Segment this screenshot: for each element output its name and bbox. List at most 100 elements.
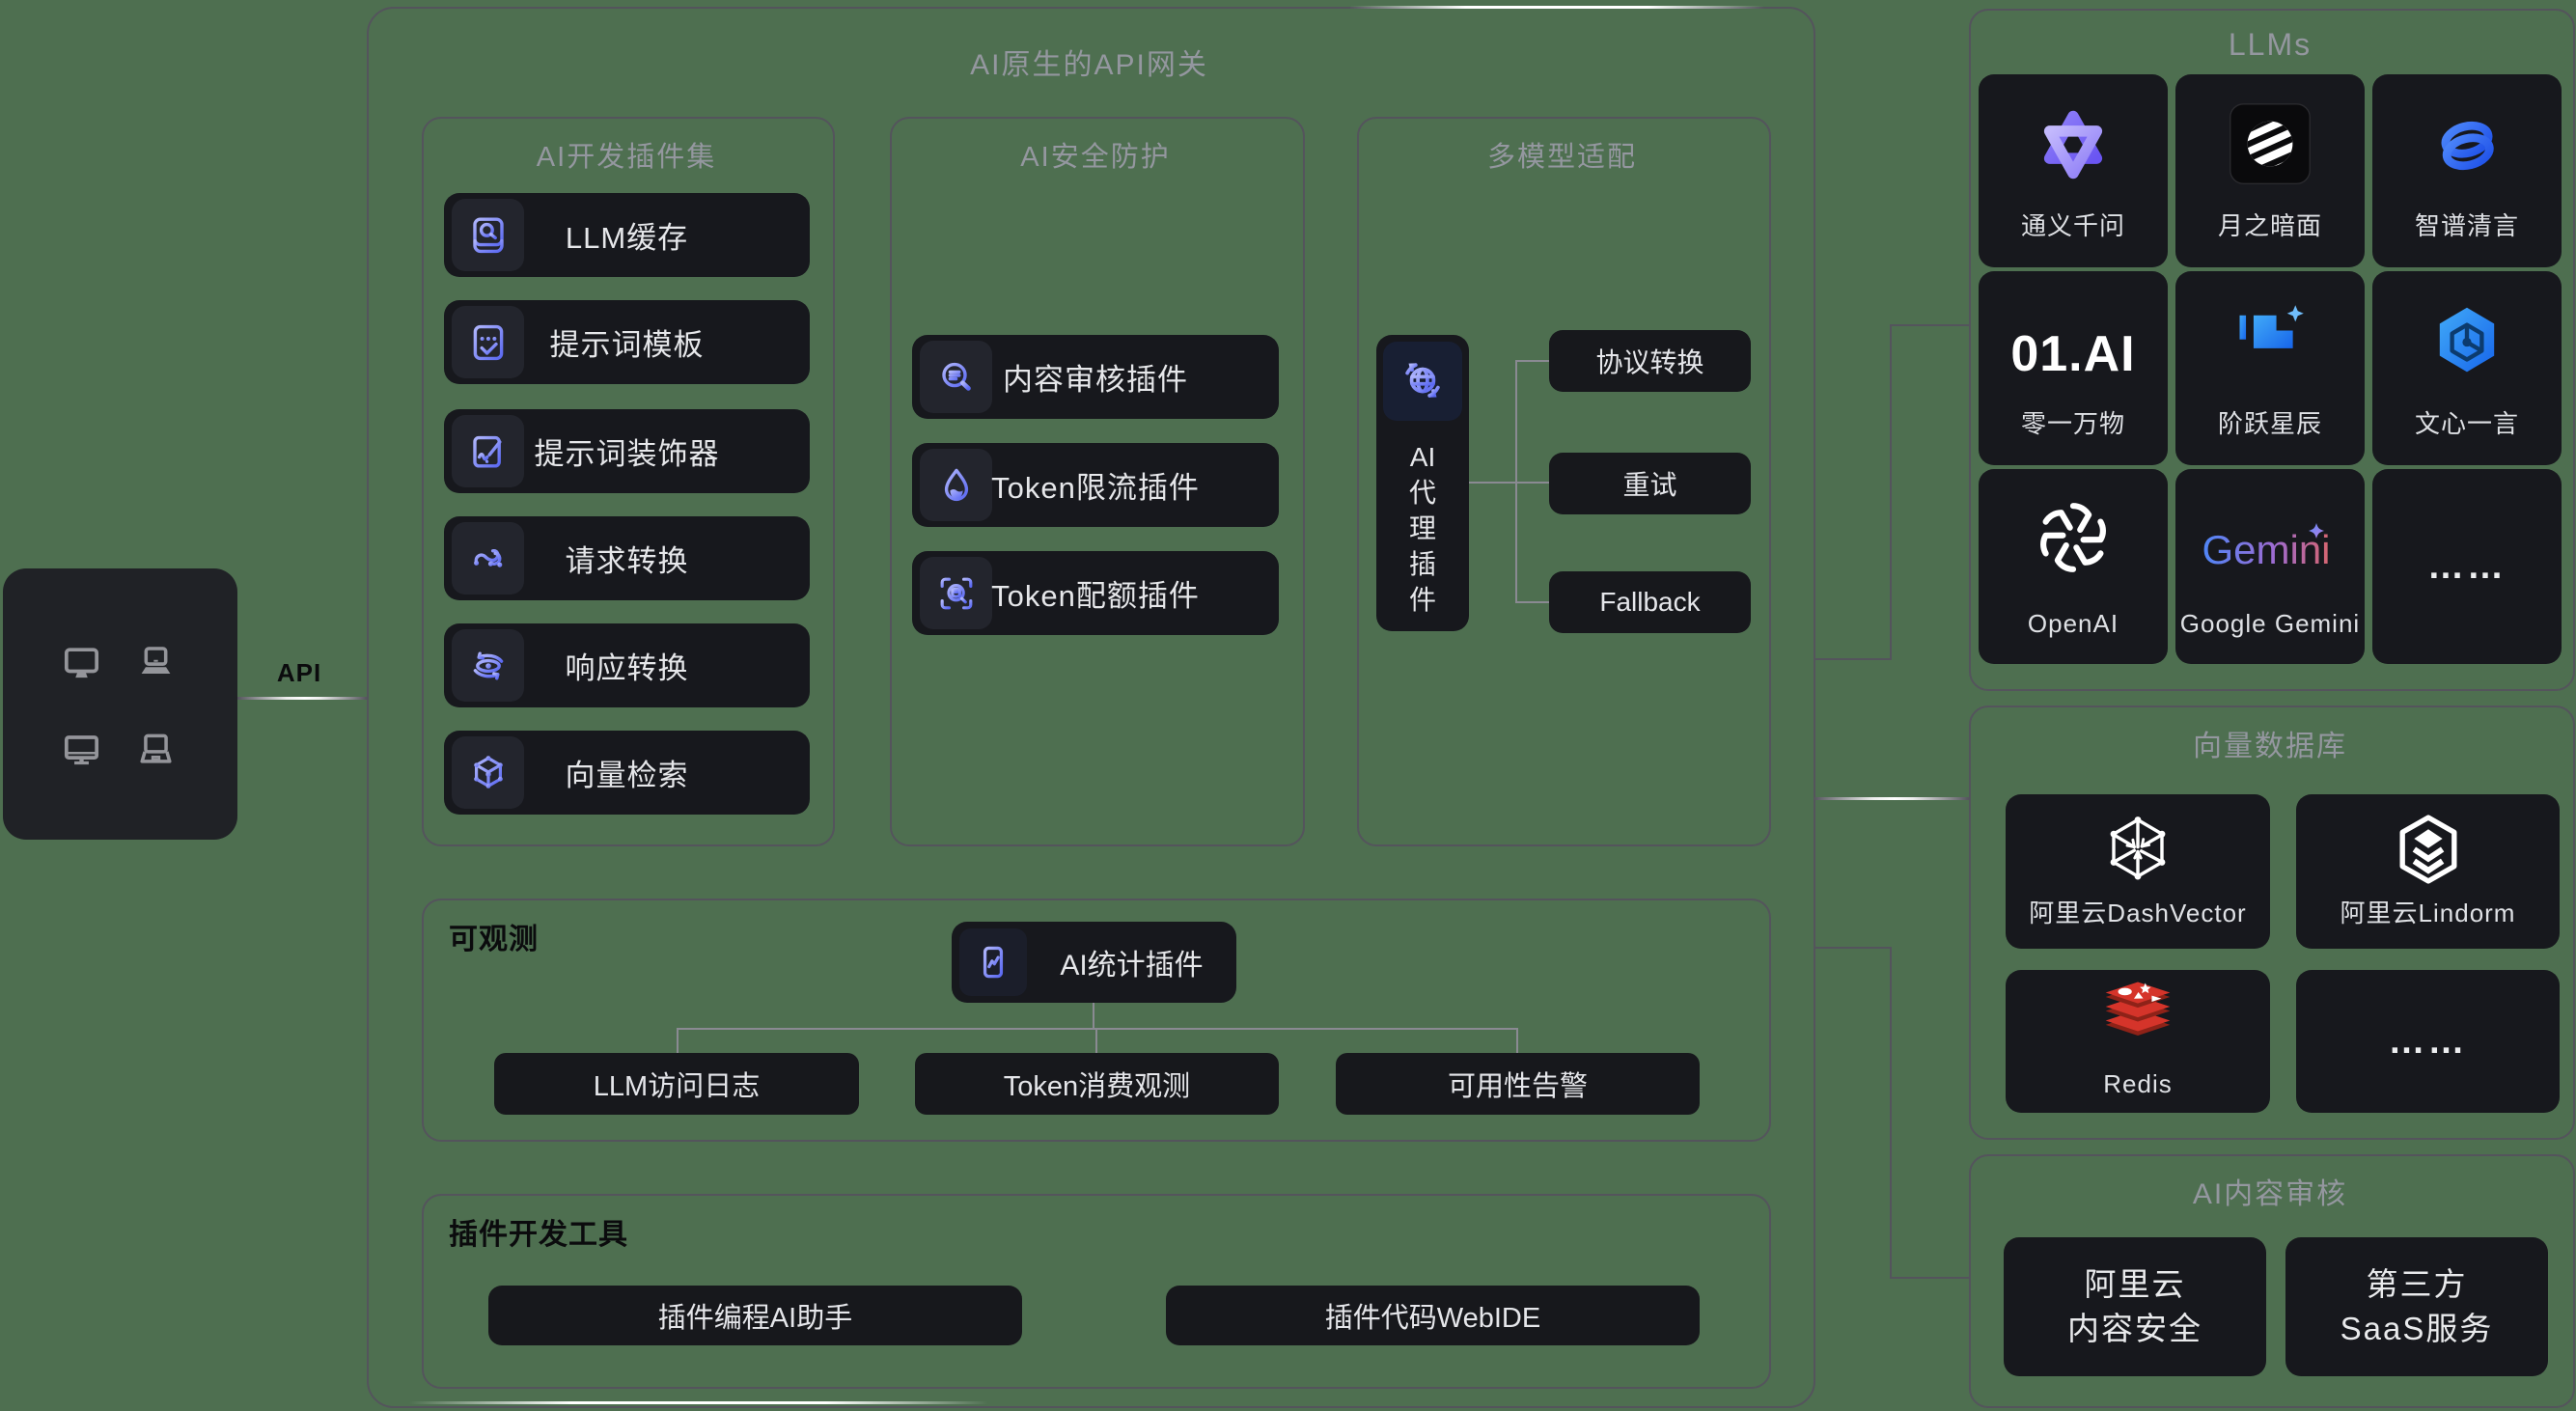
llm-label: 零一万物 xyxy=(2020,409,2125,438)
adapt-label: 重试 xyxy=(1622,470,1677,500)
vector-retrieval-icon xyxy=(452,736,524,809)
gateway-top-shimmer xyxy=(1349,6,1764,9)
response-transform-icon xyxy=(452,629,524,702)
llm-label: 智谱清言 xyxy=(2414,211,2519,240)
client-box xyxy=(3,568,237,840)
moonshot-logo xyxy=(2175,101,2365,186)
content-audit-icon xyxy=(920,341,992,413)
plugin-label: 提示词模板 xyxy=(549,328,705,362)
llm-label: 通义千问 xyxy=(2020,211,2125,240)
plugin-card-vector-retrieval: 向量检索 xyxy=(444,731,810,815)
openai-logo xyxy=(1979,496,2168,579)
plugin-card-token-ratelimit: Token限流插件 xyxy=(912,443,1279,527)
ai-stats-plugin-card: AI统计插件 xyxy=(952,922,1236,1003)
devtools-title: 插件开发工具 xyxy=(449,1219,628,1251)
gateway-bottom-shimmer xyxy=(409,1401,988,1404)
obs-bar xyxy=(677,1028,1518,1030)
plugin-card-prompt-template: 提示词模板 xyxy=(444,300,810,384)
vector-card-redis: Redis xyxy=(2006,970,2270,1113)
plugin-card-content-audit: 内容审核插件 xyxy=(912,335,1279,419)
api-label: API xyxy=(276,658,322,687)
security-title: AI安全防护 xyxy=(1020,142,1171,173)
llm-card-01ai: 01.AI 零一万物 xyxy=(1979,271,2168,465)
wenxin-logo xyxy=(2372,300,2562,379)
vectordb-connector xyxy=(1814,797,1969,800)
moderation-card-aliyun: 阿里云 内容安全 xyxy=(2004,1237,2266,1376)
globe-proxy-icon xyxy=(1383,342,1462,421)
vector-card-more: …… xyxy=(2296,970,2560,1113)
laptop-icon-2 xyxy=(133,727,179,772)
desktop-icon xyxy=(59,640,104,685)
vectordb-title: 向量数据库 xyxy=(2193,731,2347,762)
plugin-card-response-transform: 响应转换 xyxy=(444,623,810,707)
devtools-box xyxy=(422,1194,1771,1389)
llm-card-openai: OpenAI xyxy=(1979,469,2168,664)
vector-label: 阿里云Lindorm xyxy=(2340,899,2516,927)
plugin-label: 响应转换 xyxy=(565,651,689,685)
gemini-logo: Gemini xyxy=(2175,519,2365,581)
01ai-text-logo: 01.AI xyxy=(2010,326,2136,382)
adapt-label: Fallback xyxy=(1599,587,1701,617)
token-ratelimit-icon xyxy=(920,449,992,521)
moderation-line: 第三方 xyxy=(2366,1266,2468,1302)
moderation-line: 阿里云 xyxy=(2084,1266,2186,1302)
gateway-title: AI原生的API网关 xyxy=(970,49,1208,81)
ellipsis: …… xyxy=(2427,545,2507,587)
llm-card-stepfun: 阶跃星辰 xyxy=(2175,271,2365,465)
llm-card-gemini: Gemini Google Gemini xyxy=(2175,469,2365,664)
vectordb-box xyxy=(1969,706,2575,1140)
llm-label: Google Gemini xyxy=(2179,609,2361,638)
plugin-label: 请求转换 xyxy=(565,544,689,578)
multimodel-box xyxy=(1357,117,1771,846)
token-quota-icon xyxy=(920,557,992,629)
llms-box xyxy=(1969,9,2575,691)
adapt-card-protocol: 协议转换 xyxy=(1549,330,1751,392)
obs-stub-1 xyxy=(677,1028,679,1054)
moderation-card-saas: 第三方 SaaS服务 xyxy=(2285,1237,2548,1376)
llm-label: 文心一言 xyxy=(2414,409,2519,438)
llms-title: LLMs xyxy=(2228,27,2313,62)
llm-label: OpenAI xyxy=(2027,609,2119,638)
moderation-line: SaaS服务 xyxy=(2340,1311,2494,1346)
moderation-box xyxy=(1969,1154,2575,1408)
adapt-card-fallback: Fallback xyxy=(1549,571,1751,633)
plugin-label: 内容审核插件 xyxy=(1003,363,1188,397)
stepfun-logo xyxy=(2175,300,2365,381)
moderation-connector-h1 xyxy=(1814,947,1892,949)
desktop-icon-2 xyxy=(59,727,104,772)
llm-card-moonshot: 月之暗面 xyxy=(2175,74,2365,267)
multimodel-title: 多模型适配 xyxy=(1486,142,1637,173)
plugin-label: Token配额插件 xyxy=(991,579,1200,613)
adapt-label: 协议转换 xyxy=(1595,347,1704,377)
adapt-card-retry: 重试 xyxy=(1549,453,1751,514)
security-box xyxy=(890,117,1305,846)
tool-label: 插件代码WebIDE xyxy=(1324,1303,1541,1334)
agent-branch-bottom xyxy=(1515,601,1549,603)
laptop-icon xyxy=(133,640,179,685)
zhipu-logo xyxy=(2372,107,2562,184)
plugin-card-prompt-decorator: 提示词装饰器 xyxy=(444,409,810,493)
svg-text:Gemini: Gemini xyxy=(2202,527,2330,572)
plugin-card-token-quota: Token配额插件 xyxy=(912,551,1279,635)
moderation-connector-h2 xyxy=(1890,1277,1969,1279)
request-transform-icon xyxy=(452,522,524,595)
moderation-line: 内容安全 xyxy=(2067,1311,2202,1346)
tool-card-ai-assistant: 插件编程AI助手 xyxy=(488,1286,1022,1345)
api-connector-line xyxy=(237,697,367,700)
gateway-box xyxy=(367,7,1815,1408)
book-search-icon xyxy=(452,199,524,271)
obs-stem xyxy=(1093,1003,1094,1030)
llms-connector-v xyxy=(1890,325,1892,660)
llm-label: 月之暗面 xyxy=(2217,211,2322,240)
llm-card-wenxin: 文心一言 xyxy=(2372,271,2562,465)
observability-box xyxy=(422,899,1771,1142)
dashvector-logo xyxy=(2006,812,2270,887)
llms-connector-h1 xyxy=(1814,658,1892,660)
obs-stub-2 xyxy=(1095,1028,1097,1054)
agent-label-line: AI xyxy=(1409,442,1436,472)
vector-label: Redis xyxy=(2103,1069,2173,1098)
plugin-label: Token限流插件 xyxy=(991,471,1200,505)
vector-label: 阿里云DashVector xyxy=(2029,899,2247,927)
agent-branch-top xyxy=(1515,360,1549,362)
obs-card-llm-logs: LLM访问日志 xyxy=(494,1053,859,1115)
